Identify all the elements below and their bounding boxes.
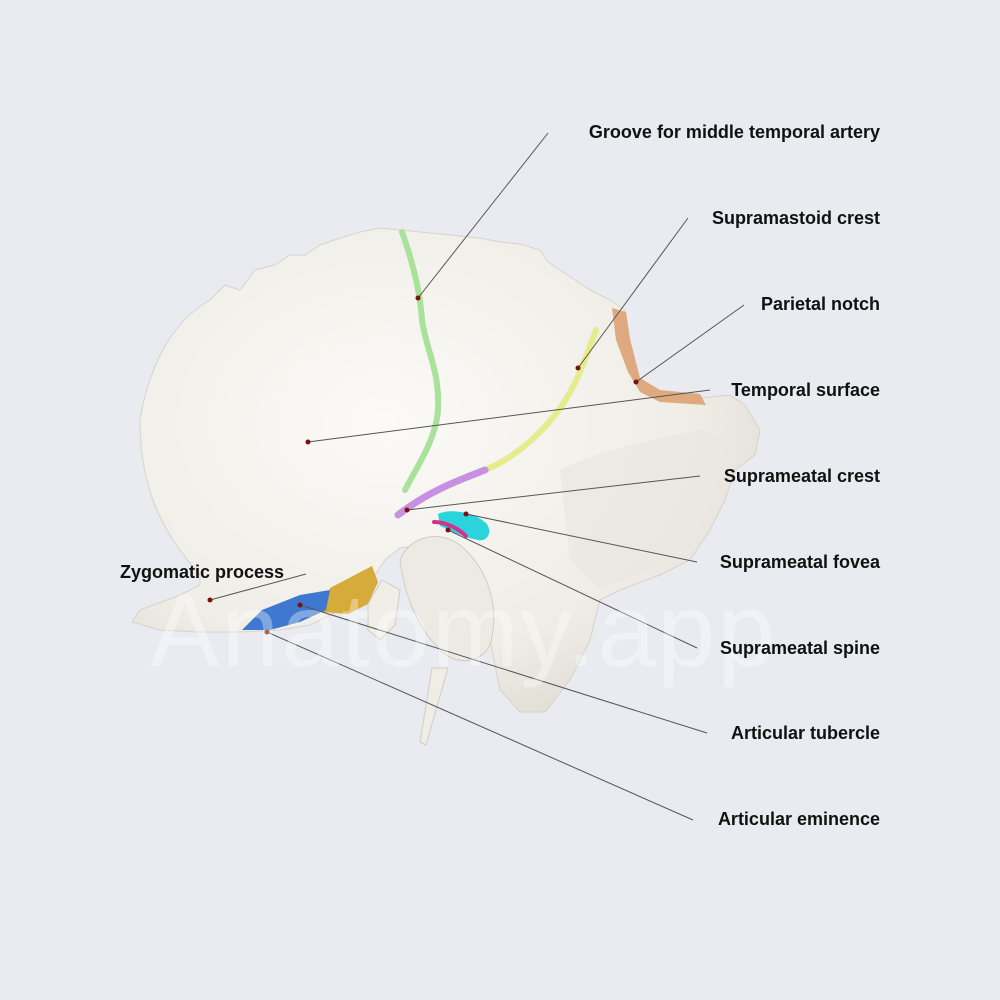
label-temporal-surface: Temporal surface [731,380,880,400]
pointer-dot [297,602,303,608]
label-suprameatal-spine: Suprameatal spine [719,638,880,658]
leader-suprameatal-spine [447,529,698,649]
pointer-dot [207,597,213,603]
postglenoid-process [367,579,401,641]
articular-tubercle-surface [322,566,378,614]
label-zygomatic-process: Zygomatic process [120,562,285,582]
groove-for-middle-temporal-artery-line [399,229,442,493]
leader-zygomatic-process [209,573,307,601]
label-articular-eminence: Articular eminence [717,809,880,829]
squamous-part [131,227,761,713]
suprameatal-fovea-area [438,511,490,541]
label-articular-tubercle: Articular tubercle [730,723,880,743]
pointer-dot [445,527,451,533]
label-suprameatal-crest: Suprameatal crest [723,466,880,486]
pointer-dot [415,295,421,301]
tympanic-part [399,536,495,662]
mastoid-region [560,430,740,590]
leader-articular-eminence [266,631,694,821]
leader-articular-tubercle [299,604,708,734]
label-suprameatal-fovea: Suprameatal fovea [719,552,880,572]
leader-suprameatal-crest [406,475,701,511]
leader-parietal-notch [635,304,745,383]
leader-supramastoid [577,217,689,369]
label-supramastoid-crest: Supramastoid crest [711,208,880,228]
pointer-dot [463,511,469,517]
pointer-dots [207,295,639,635]
leader-temporal-surface [307,389,711,443]
pointer-dot [404,507,410,513]
pointer-dot [633,379,639,385]
suprameatal-spine-line [432,520,468,538]
pointer-dot [264,629,270,635]
label-parietal-notch: Parietal notch [760,294,880,314]
pointer-dot [575,365,581,371]
articular-eminence-surface [242,590,330,630]
watermark: Anatomy.app [150,573,778,689]
label-groove-for-middle-temporal-artery: Groove for middle temporal artery [588,122,880,142]
leader-suprameatal-fovea [465,513,698,563]
leader-groove [417,132,549,299]
pointer-dot [305,439,311,445]
leader-lines [209,132,745,821]
styloid-process [419,667,449,746]
